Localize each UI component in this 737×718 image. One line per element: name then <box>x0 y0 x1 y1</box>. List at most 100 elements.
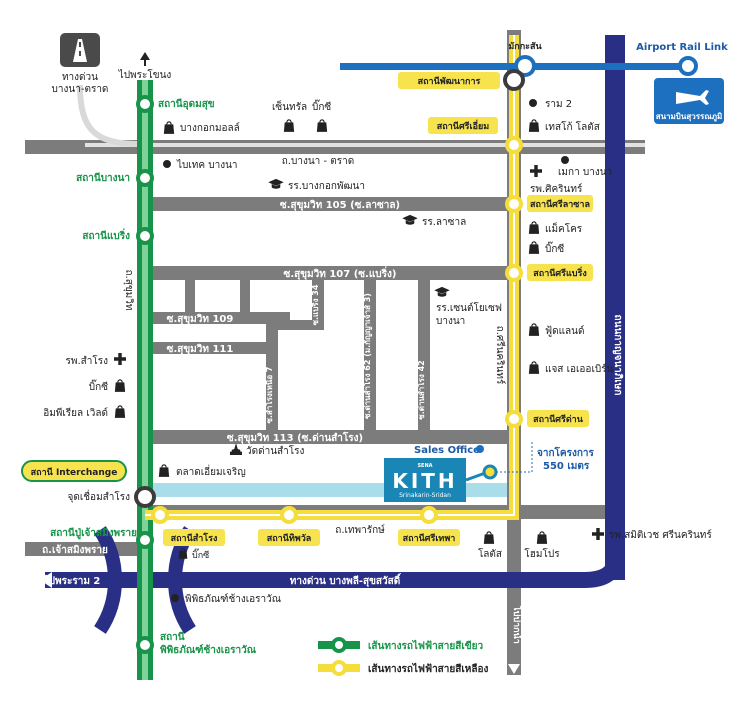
landmark-rama2: ราม 2 <box>545 99 572 110</box>
landmark-bigc-1: บิ๊กซี <box>312 99 331 113</box>
road-soi-bearing-34-h <box>272 320 324 330</box>
project-subtitle: Srinakarin-Sridan <box>399 492 451 499</box>
green-station-udomsuk: สถานีอุดมสุข <box>158 98 215 110</box>
landmark-makro: แม็คโคร <box>545 221 583 235</box>
road-label-kanchanaphisek: ถนนกาญจนาภิเษก <box>612 315 624 396</box>
place-dot-icon <box>561 156 569 164</box>
graduation-cap-icon <box>268 178 284 189</box>
shopping-bag-icon <box>528 119 540 132</box>
highway-ramp <box>77 84 141 147</box>
legend-yellow: เส้นทางรถไฟฟ้าสายสีเหลือง <box>318 660 489 676</box>
shopping-bag-icon <box>528 361 540 374</box>
landmark-lotus: โลตัส <box>478 547 502 560</box>
project-brand: SENA <box>417 463 432 469</box>
shopping-bag-icon <box>528 221 540 234</box>
makkasan-label: มักกะสัน <box>508 41 542 52</box>
road-label-bangna-trat: ถ.บางนา - ตราด <box>282 156 354 167</box>
road-connector-2 <box>240 280 250 312</box>
shopping-bag-icon <box>528 241 540 254</box>
shopping-bag-icon <box>483 531 495 544</box>
landmark-erawan-museum: พิพิธภัณฑ์ช้างเอราวัณ <box>185 593 281 605</box>
svg-text:สถานีศรีลาซาล: สถานีศรีลาซาล <box>530 199 590 210</box>
yellow-station-label-si-la-salle: สถานีศรีลาซาล <box>527 195 593 212</box>
project-name: KITH <box>392 469 457 493</box>
svg-text:สถานีศรีเทพา: สถานีศรีเทพา <box>403 533 456 544</box>
highway-label-1: ทางด่วน <box>62 72 98 83</box>
road-bangna-trat-edge <box>85 143 645 147</box>
road-soi-105 <box>150 197 510 211</box>
road-label-soi-samrong-nuea-7: ซ.สำโรงเหนือ 7 <box>264 367 274 424</box>
sales-office-label: Sales Office <box>414 445 480 456</box>
distance-label-2: 550 เมตร <box>543 461 590 472</box>
landmark-mega-bangna: เมกา บางนา <box>558 167 612 178</box>
road-soi-113 <box>150 430 510 444</box>
interchange-badge: สถานี Interchange <box>21 460 127 482</box>
green-station-bangna: สถานีบางนา <box>76 172 130 184</box>
svg-text:สถานีสำโรง: สถานีสำโรง <box>171 532 218 544</box>
road-label-soi-dan-samrong-62: ซ.ด่านสำโรง 62 (ม.กัญญาเจ้าส์ 3) <box>362 293 373 419</box>
svg-text:สถานีทิพวัล: สถานีทิพวัล <box>267 533 312 544</box>
road-label-to-rama2: ไปพระราม 2 <box>43 574 101 587</box>
yellow-station-label-samrong: สถานีสำโรง <box>163 529 225 546</box>
road-soi-dan-samrong-62 <box>364 280 376 434</box>
shopping-bag-icon <box>114 379 126 392</box>
yellow-station-label-phatthanakan: สถานีพัฒนาการ <box>398 72 500 89</box>
highway-label-2: บางนา-ตราด <box>52 84 109 95</box>
landmark-st-joseph-2: บางนา <box>436 316 465 327</box>
green-station-erawan-1: สถานี <box>160 631 185 643</box>
landmark-imperial: อิมพีเรียล เวิลด์ <box>43 407 108 419</box>
place-dot-icon <box>529 99 537 107</box>
landmark-st-joseph-1: รร.เซนต์โยเซฟ <box>436 301 502 314</box>
airplane-icon <box>676 90 709 105</box>
landmark-bigc-3: บิ๊กซี <box>89 379 108 393</box>
yellow-station-label-si-iam: สถานีศรีเอี่ยม <box>428 117 498 134</box>
landmark-wat-dan-samrong: วัดด่านสำโรง <box>246 444 305 457</box>
road-label-srinakarin: ถ.ศรีนครินทร์ <box>494 326 506 385</box>
shopping-bag-icon <box>283 119 295 132</box>
road-soi-bearing-34 <box>312 280 324 328</box>
svg-text:สถานีพัฒนาการ: สถานีพัฒนาการ <box>418 76 481 87</box>
landmark-bitec: ไบเทค บางนา <box>176 159 238 171</box>
svg-text:เส้นทางรถไฟฟ้าสายสีเหลือง: เส้นทางรถไฟฟ้าสายสีเหลือง <box>368 662 489 675</box>
graduation-cap-icon <box>434 286 450 297</box>
road-label-soi-113: ซ.สุขุมวิท 113 (ซ.ด่านสำโรง) <box>227 431 363 444</box>
landmark-central: เซ็นทรัล <box>272 99 307 113</box>
shopping-bag-icon <box>158 464 170 477</box>
legend-green: เส้นทางรถไฟฟ้าสายสีเขียว <box>318 637 483 653</box>
hospital-cross-icon <box>114 353 126 365</box>
green-station-dots <box>134 95 156 654</box>
paknam-arrow-icon <box>508 664 520 674</box>
road-label-sukhumvit: ถ.สุขุมวิท <box>123 270 134 311</box>
project-marker: SENA KITH Srinakarin-Sridan <box>384 458 498 502</box>
svg-text:สถานีศรีด่าน: สถานีศรีด่าน <box>533 414 584 425</box>
road-label-thepharak: ถ.เทพารักษ์ <box>335 524 385 536</box>
airport-rail-link-label: Airport Rail Link <box>636 42 728 53</box>
shopping-bag-icon <box>536 531 548 544</box>
landmark-talad-eiam: ตลาดเอี่ยมเจริญ <box>176 464 246 478</box>
road-soi-samrong-nuea-7 <box>266 324 278 434</box>
airport-rail-link <box>340 55 698 77</box>
temple-icon <box>230 443 242 455</box>
road-soi-109 <box>150 312 290 324</box>
road-soi-dan-samrong-42 <box>418 280 430 434</box>
hospital-cross-icon <box>592 528 604 540</box>
green-station-pu-chao: สถานีปู่เจ้าสมิงพราย <box>50 527 137 540</box>
road-label-soi-109: ซ.สุขุมวิท 109 <box>167 313 234 325</box>
landmark-sikarin-hospital: รพ.ศิครินทร์ <box>530 183 583 195</box>
road-label-soi-107: ซ.สุขุมวิท 107 (ซ.แบริ่ง) <box>284 266 397 280</box>
interchange-samrong-dot <box>134 486 156 508</box>
interchange-point-label: จุดเชื่อมสำโรง <box>68 489 131 503</box>
svg-text:เส้นทางรถไฟฟ้าสายสีเขียว: เส้นทางรถไฟฟ้าสายสีเขียว <box>368 639 483 652</box>
svg-text:สถานี Interchange: สถานี Interchange <box>31 467 118 478</box>
place-dot-icon <box>171 594 179 602</box>
yellow-station-label-thipphawan: สถานีทิพวัล <box>258 529 320 546</box>
yellow-station-label-si-bearing: สถานีศรีแบริ่ง <box>527 264 593 281</box>
to-phra-khanong-label: ไปพระโขนง <box>118 68 172 81</box>
distance-connector <box>496 440 533 473</box>
landmark-samitivej: รพ.สมิติเวช ศรีนครินทร์ <box>609 529 712 541</box>
road-label-chao-sa-ming-phrai: ถ.เจ้าสมิงพราย <box>42 544 108 556</box>
sales-office-dot-icon <box>476 445 484 453</box>
landmark-gas-outlet: แจส เอเออเบิร์น <box>545 363 614 375</box>
landmark-bigc-2: บิ๊กซี <box>545 241 564 255</box>
